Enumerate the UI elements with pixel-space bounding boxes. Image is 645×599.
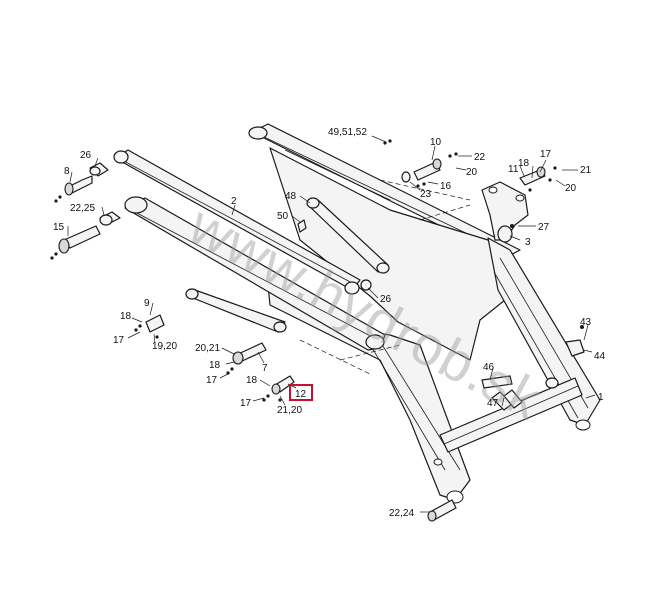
highlight-box-12 <box>289 384 313 401</box>
callout-49-51-52[interactable]: 49,51,52 <box>328 127 367 138</box>
callout-50[interactable]: 50 <box>277 211 289 222</box>
callout-18-c[interactable]: 18 <box>246 375 258 386</box>
main-boom-frame <box>248 123 601 504</box>
callout-1[interactable]: 1 <box>598 392 604 403</box>
main-arm <box>124 196 386 351</box>
callout-17-a[interactable]: 17 <box>113 335 125 346</box>
callout-12[interactable]: 12 <box>295 389 307 400</box>
part-9-link <box>185 288 287 333</box>
callout-47[interactable]: 47 <box>487 398 499 409</box>
callout-16[interactable]: 16 <box>440 181 452 192</box>
callout-18-b[interactable]: 18 <box>209 360 221 371</box>
bolt-markers <box>50 139 584 402</box>
callouts: 49,51,52 10 22 16 20 23 17 11 18 21 20 2… <box>53 127 606 519</box>
upper-link-arm <box>113 149 361 295</box>
callout-18[interactable]: 18 <box>518 158 530 169</box>
callout-43[interactable]: 43 <box>580 317 592 328</box>
callout-19-20[interactable]: 19,20 <box>152 341 177 352</box>
callout-3[interactable]: 3 <box>525 237 531 248</box>
leader-lines <box>67 135 596 513</box>
callout-21[interactable]: 21 <box>580 165 592 176</box>
callout-18-a[interactable]: 18 <box>120 311 132 322</box>
callout-2[interactable]: 2 <box>231 196 237 207</box>
callout-22-25[interactable]: 22,25 <box>70 203 95 214</box>
callout-44[interactable]: 44 <box>594 351 606 362</box>
pins-and-bushings <box>58 158 585 522</box>
callout-10[interactable]: 10 <box>430 137 442 148</box>
callout-17-b[interactable]: 17 <box>206 375 218 386</box>
callout-11[interactable]: 11 <box>508 164 519 175</box>
callout-48[interactable]: 48 <box>285 191 297 202</box>
callout-20[interactable]: 20 <box>466 167 478 178</box>
part-48-rod <box>306 197 390 274</box>
callout-7[interactable]: 7 <box>262 363 268 374</box>
callout-46[interactable]: 46 <box>483 362 495 373</box>
callout-23[interactable]: 23 <box>420 189 432 200</box>
callout-21-20[interactable]: 21,20 <box>277 405 302 416</box>
callout-20-21[interactable]: 20,21 <box>195 343 220 354</box>
callout-22-24[interactable]: 22,24 <box>389 508 414 519</box>
callout-8[interactable]: 8 <box>64 166 70 177</box>
callout-20-b[interactable]: 20 <box>565 183 577 194</box>
callout-22[interactable]: 22 <box>474 152 486 163</box>
callout-17-c[interactable]: 17 <box>240 398 252 409</box>
callout-26-a[interactable]: 26 <box>80 150 92 161</box>
callout-9[interactable]: 9 <box>144 298 150 309</box>
callout-15[interactable]: 15 <box>53 222 65 233</box>
callout-27[interactable]: 27 <box>538 222 550 233</box>
callout-26-b[interactable]: 26 <box>380 294 392 305</box>
callout-17[interactable]: 17 <box>540 149 552 160</box>
